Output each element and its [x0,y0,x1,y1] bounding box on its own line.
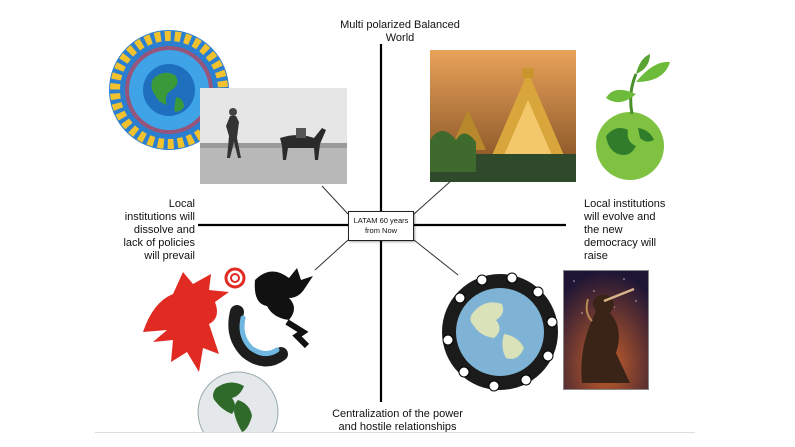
connector-top-left [321,185,349,215]
connector-bottom-right [413,239,459,276]
people-around-earth-image [438,268,562,394]
americas-globe-image [196,370,280,432]
dragon-snake-fight-image [137,262,317,378]
center-label-box: LATAM 60 years from Now [348,211,414,241]
right-label: Local institutions will evolve and the n… [584,198,666,262]
flute-player-night-image [563,270,649,390]
center-label: LATAM 60 years from Now [353,216,409,235]
diagram-title: Multi polarized Balanced World [340,19,460,44]
green-earth-sprout-image [584,52,682,182]
bottom-label: Centralization of the power and hostile … [332,408,463,433]
left-label: Local institutions will dissolve and lac… [123,198,195,262]
man-with-donkey-photo [200,88,347,184]
flooded-pyramid-temple-image [430,50,576,182]
connector-bottom-left [314,239,349,271]
bottom-divider [95,432,695,433]
connector-top-right [413,179,453,215]
